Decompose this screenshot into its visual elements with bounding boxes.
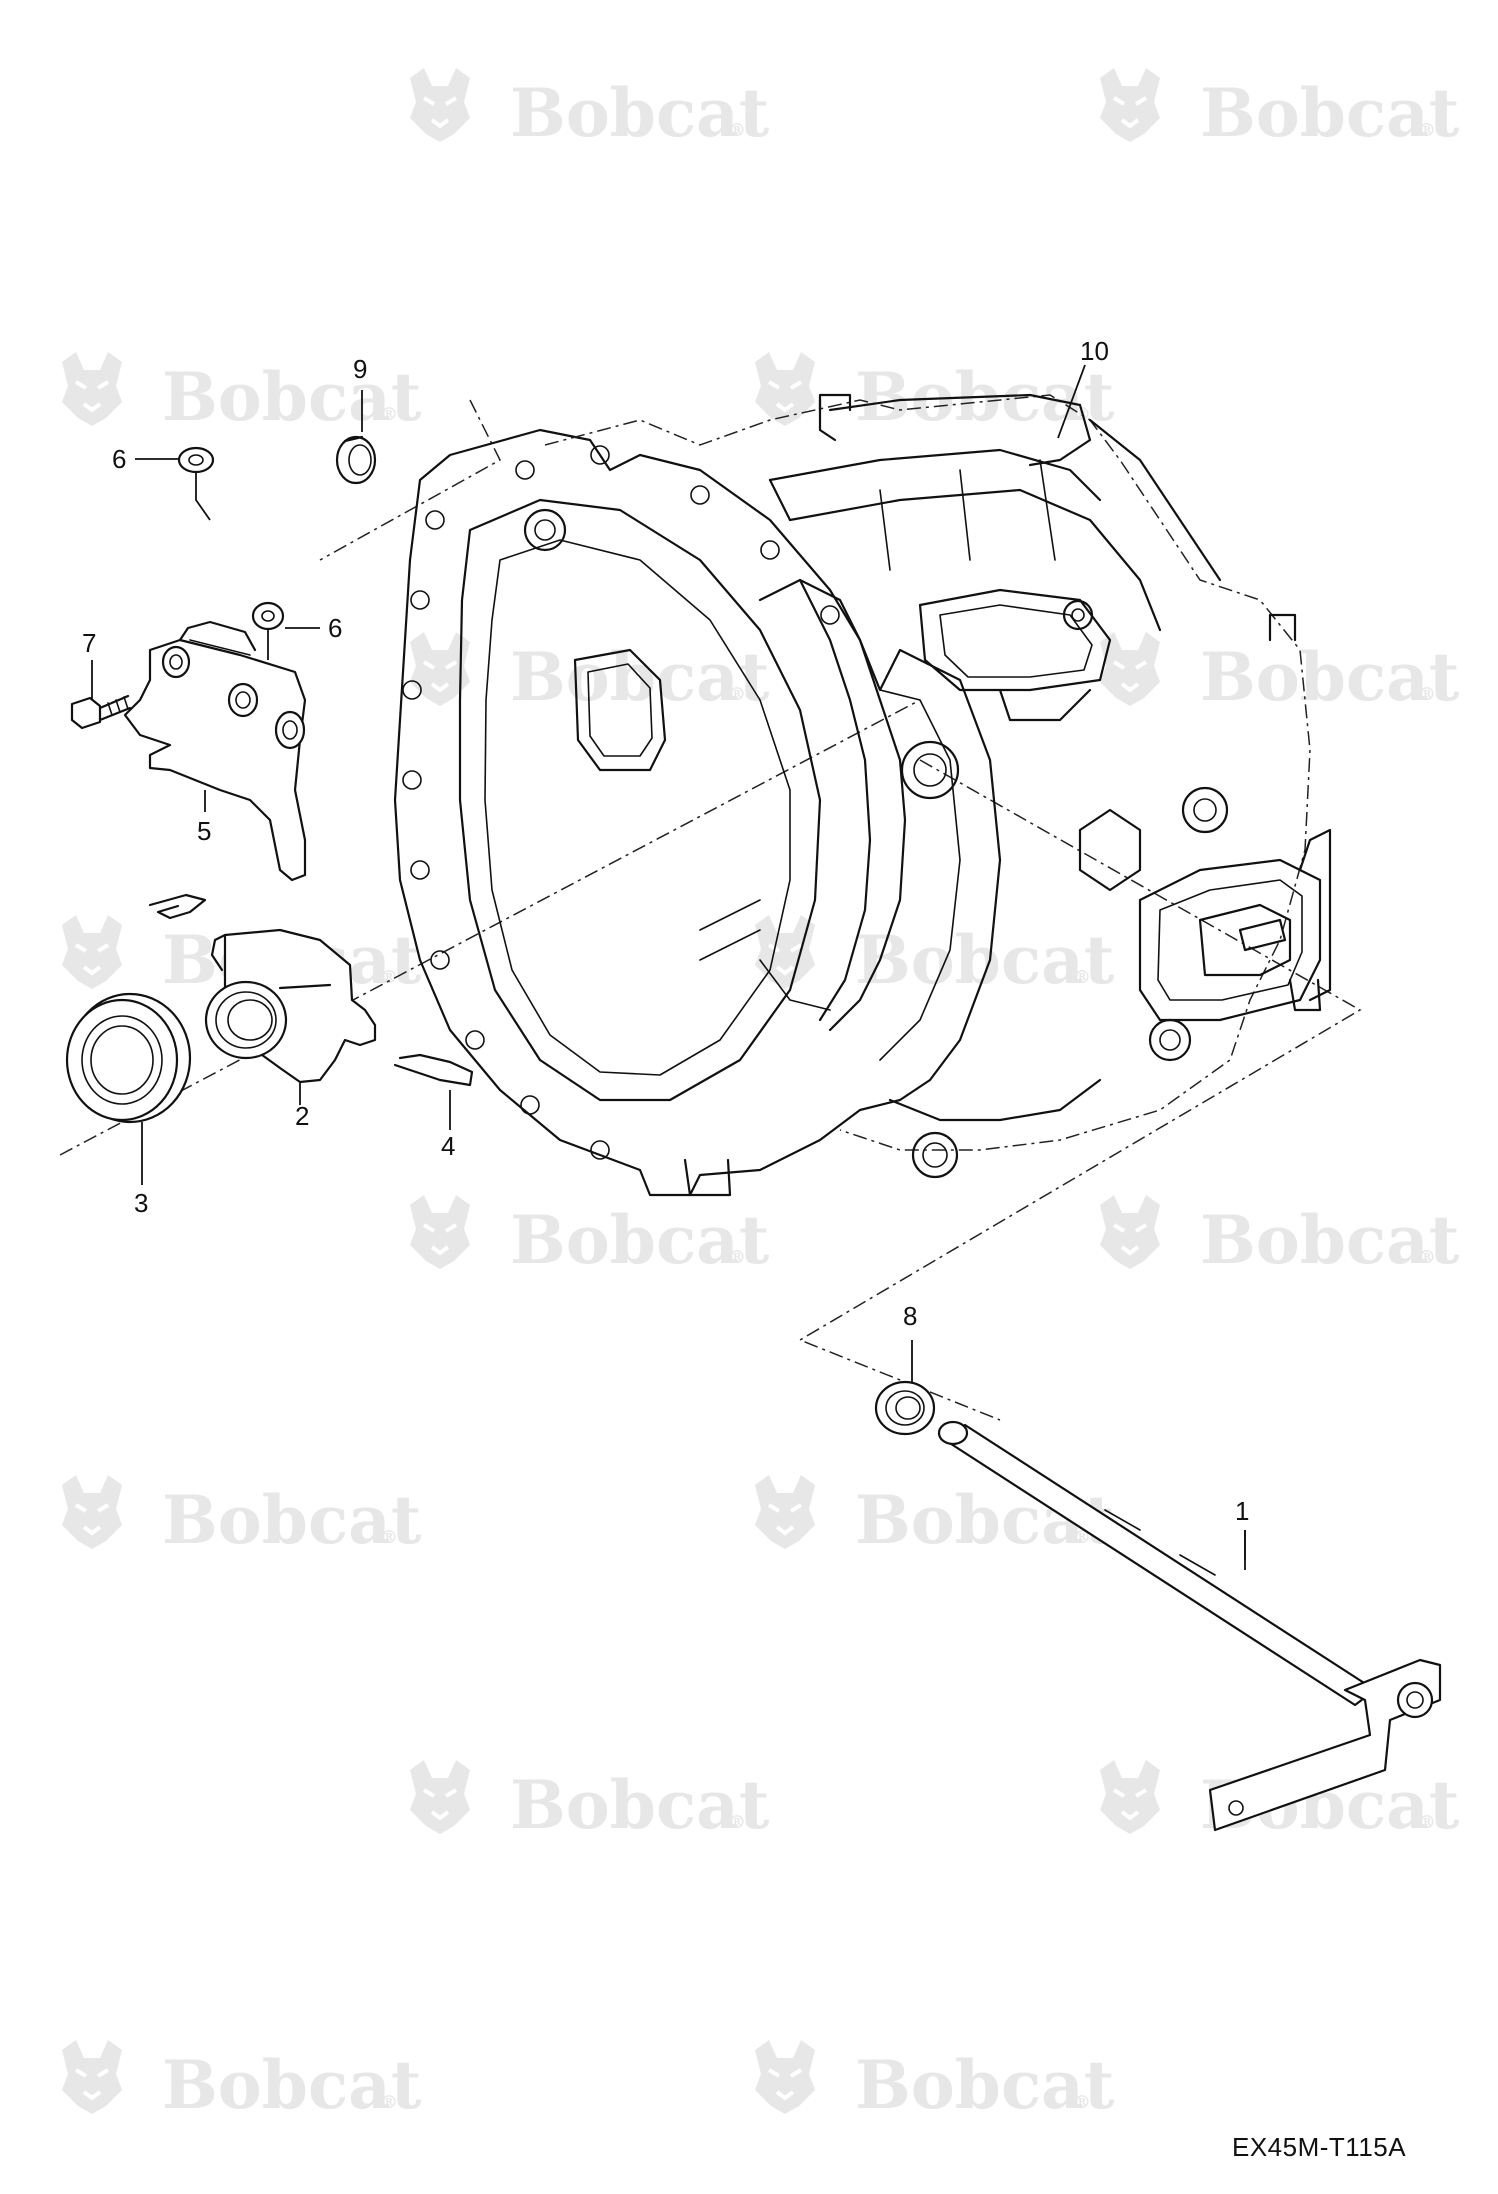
watermark-registered-mark: ® — [380, 404, 398, 425]
part-6-washer-upper — [177, 446, 215, 474]
watermark: Bobcat® — [408, 66, 770, 152]
part-3-release-bearing — [65, 992, 192, 1185]
watermark: Bobcat® — [1098, 630, 1460, 716]
watermark-registered-mark: ® — [1418, 684, 1436, 705]
watermark-registered-mark: ® — [380, 2092, 398, 2113]
part-4-clip-upper — [148, 893, 207, 920]
watermark: Bobcat® — [60, 350, 422, 436]
watermark-text: Bobcat — [510, 74, 770, 152]
part-8-shaft-seal — [874, 1380, 936, 1436]
watermark: Bobcat® — [60, 2038, 422, 2124]
watermark-registered-mark: ® — [380, 967, 398, 988]
callout-3: 3 — [134, 1188, 148, 1218]
callout-7: 7 — [82, 628, 96, 658]
watermark-registered-mark: ® — [1418, 1247, 1436, 1268]
watermark-registered-mark: ® — [728, 684, 746, 705]
watermark-registered-mark: ® — [380, 1527, 398, 1548]
watermark: Bobcat® — [408, 1193, 770, 1279]
callout-9: 9 — [353, 354, 367, 384]
watermark: Bobcat® — [753, 350, 1115, 436]
watermark-registered-mark: ® — [1073, 2092, 1091, 2113]
watermark: Bobcat® — [408, 1758, 770, 1844]
watermark-registered-mark: ® — [1073, 967, 1091, 988]
part-7-bolt — [70, 694, 132, 730]
watermark-text: Bobcat — [855, 2046, 1115, 2124]
watermark-text: Bobcat — [1200, 74, 1460, 152]
part-1-release-shaft-lever — [937, 1420, 1442, 1832]
watermark-text: Bobcat — [162, 358, 422, 436]
watermark-registered-mark: ® — [1418, 1812, 1436, 1833]
watermark-text: Bobcat — [510, 1201, 770, 1279]
drawing-code: EX45M-T115A — [1232, 2132, 1406, 2162]
callout-6-upper: 6 — [112, 444, 126, 474]
watermark-text: Bobcat — [162, 1481, 422, 1559]
callout-1: 1 — [1235, 1496, 1249, 1526]
callout-labels: 1 2 3 4 5 6 6 7 8 9 10 — [82, 336, 1249, 1526]
watermark: Bobcat® — [1098, 66, 1460, 152]
assembly-center-lines — [59, 399, 1362, 1421]
watermark: Bobcat® — [753, 2038, 1115, 2124]
watermark: Bobcat® — [60, 1473, 422, 1559]
watermark-registered-mark: ® — [728, 1247, 746, 1268]
callout-2: 2 — [295, 1101, 309, 1131]
watermark: Bobcat® — [753, 913, 1115, 999]
watermark-text: Bobcat — [855, 921, 1115, 999]
watermark: Bobcat® — [408, 630, 770, 716]
callout-6-lower: 6 — [328, 613, 342, 643]
watermark-registered-mark: ® — [1418, 120, 1436, 141]
watermark-layer: Bobcat® Bobcat® Bobcat® Bobcat® Bobcat® … — [60, 66, 1460, 2124]
watermark-text: Bobcat — [1200, 638, 1460, 716]
watermark-text: Bobcat — [162, 2046, 422, 2124]
callout-5: 5 — [197, 816, 211, 846]
part-4-clip-lower — [393, 1053, 474, 1130]
part-9-oil-seal — [335, 435, 377, 485]
part-5-release-fork — [123, 472, 307, 882]
callout-leaders — [91, 364, 1246, 1570]
watermark-registered-mark: ® — [728, 120, 746, 141]
part-2-release-hub — [204, 928, 377, 1105]
watermark-registered-mark: ® — [728, 1812, 746, 1833]
watermark: Bobcat® — [1098, 1193, 1460, 1279]
callout-4: 4 — [441, 1131, 455, 1161]
watermark-text: Bobcat — [1200, 1201, 1460, 1279]
part-6-washer-lower — [251, 601, 285, 631]
watermark-text: Bobcat — [510, 1766, 770, 1844]
callout-10: 10 — [1080, 336, 1109, 366]
callout-8: 8 — [903, 1301, 917, 1331]
part-10-clutch-housing — [393, 393, 1332, 1197]
